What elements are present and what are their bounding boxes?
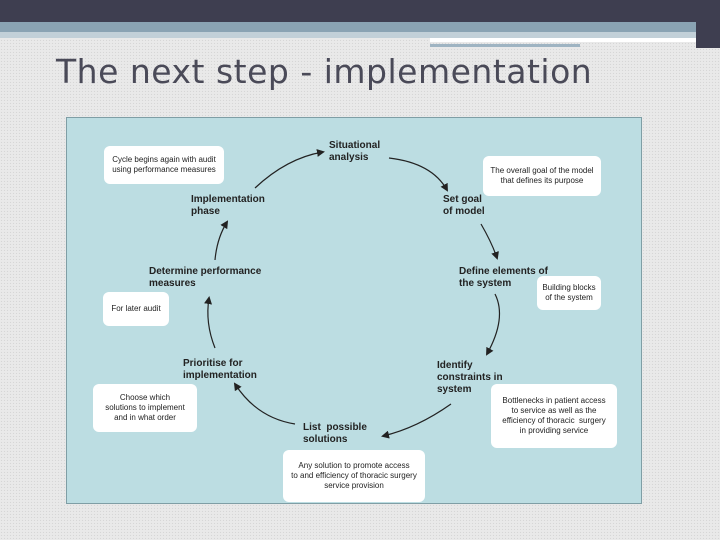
note-building-blocks: Building blocks of the system bbox=[537, 276, 601, 310]
top-bar-corner bbox=[696, 0, 720, 48]
arrow-implementation-to-analysis bbox=[254, 149, 325, 189]
note-choose-which: Choose which solutions to implement and … bbox=[93, 384, 197, 432]
note-any-solution: Any solution to promote access to and ef… bbox=[283, 450, 425, 502]
accent-stripe-light bbox=[0, 32, 696, 38]
accent-line-blue bbox=[430, 44, 580, 47]
step-set-goal: Set goal of model bbox=[443, 194, 485, 217]
accent-stripe bbox=[0, 22, 696, 32]
step-implementation-phase: Implementation phase bbox=[191, 194, 265, 217]
step-determine-measures: Determine performance measures bbox=[149, 266, 262, 289]
arrow-goal-to-elements bbox=[480, 223, 499, 260]
arrow-elements-to-constraints bbox=[486, 293, 501, 356]
step-identify-constraints: Identify constraints in system bbox=[437, 360, 503, 395]
arrow-constraints-to-solutions bbox=[381, 403, 452, 439]
arrow-measures-to-implementation bbox=[214, 220, 229, 261]
arrow-prioritise-to-measures bbox=[204, 296, 216, 349]
note-overall-goal: The overall goal of the model that defin… bbox=[483, 156, 601, 196]
cycle-arrows bbox=[204, 149, 501, 439]
top-bar bbox=[0, 0, 720, 22]
step-list-solutions: List possible solutions bbox=[303, 422, 367, 445]
note-bottlenecks: Bottlenecks in patient access to service… bbox=[491, 384, 617, 448]
step-define-elements: Define elements of the system bbox=[459, 266, 548, 289]
cycle-diagram: Situational analysis Set goal of model D… bbox=[66, 117, 642, 504]
note-later-audit: For later audit bbox=[103, 292, 169, 326]
accent-line-white bbox=[430, 38, 696, 42]
slide-title: The next step - implementation bbox=[56, 52, 593, 91]
step-prioritise: Prioritise for implementation bbox=[183, 358, 257, 381]
arrow-solutions-to-prioritise bbox=[233, 382, 296, 425]
step-situational-analysis: Situational analysis bbox=[329, 140, 381, 163]
note-cycle: Cycle begins again with audit using perf… bbox=[104, 146, 224, 184]
arrow-analysis-to-goal bbox=[388, 157, 448, 192]
